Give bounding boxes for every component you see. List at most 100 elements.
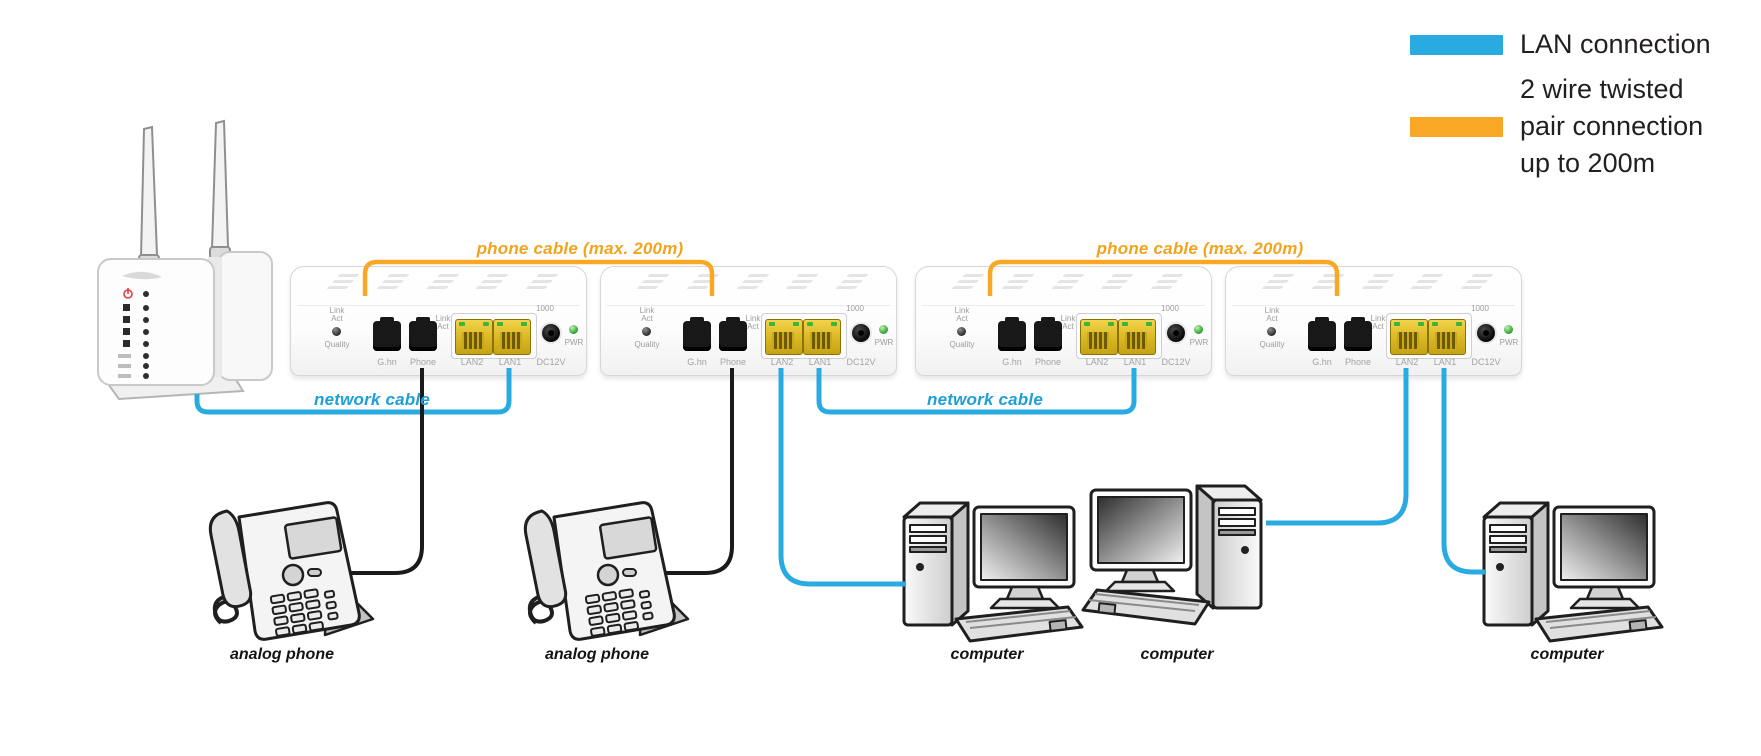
power-button-icon <box>1496 563 1504 571</box>
analog-phone-label-1: analog phone <box>230 646 334 663</box>
ghn-port-label: G.hn <box>377 357 397 367</box>
dc12v-label: DC12V <box>1161 357 1191 367</box>
phone-cord-icon <box>527 593 554 625</box>
phone-cable-label-1: phone cable (max. 200m) <box>476 239 684 258</box>
phone-handset-icon <box>523 509 568 609</box>
ghn-port <box>683 317 711 351</box>
twisted-pair-swatch <box>1410 116 1503 137</box>
keyboard <box>1081 588 1211 626</box>
pwr-label: PWR <box>564 338 584 347</box>
pwr-label: PWR <box>1499 338 1519 347</box>
ghn-port-label: G.hn <box>1312 357 1332 367</box>
ghn-port <box>998 317 1026 351</box>
monitor-base <box>1569 597 1641 610</box>
phone-nav-button <box>281 563 305 587</box>
lan2-port-label: LAN2 <box>1085 357 1109 367</box>
router-antenna-left-icon <box>138 125 160 268</box>
dc-power-jack <box>542 324 560 342</box>
gigabit-label: 1000 <box>1471 304 1489 313</box>
power-led <box>569 325 578 334</box>
tower-side <box>1530 501 1550 627</box>
monitor-screen <box>980 513 1068 581</box>
monitor-neck <box>1005 585 1045 601</box>
lan1-port-label: LAN1 <box>1433 357 1457 367</box>
adapter-face-edge <box>607 305 890 306</box>
pwr-label: PWR <box>874 338 894 347</box>
router-logo-swoosh <box>122 271 162 280</box>
computer-2 <box>1080 478 1275 648</box>
lan2-port <box>455 319 493 355</box>
dc-power-jack <box>852 324 870 342</box>
analog-phone-graphic <box>523 501 690 641</box>
lan-cable-adapter2-to-computer1 <box>778 368 906 587</box>
router-side-panel <box>217 251 273 381</box>
phone-display <box>283 516 343 560</box>
monitor-base <box>1104 580 1176 593</box>
phone-port <box>409 317 437 351</box>
legend-item-twisted-pair: 2 wire twisted pair connection up to 200… <box>1410 71 1711 182</box>
ghn-port <box>373 317 401 351</box>
phone-port-label: Phone <box>1344 357 1372 367</box>
power-led <box>1194 325 1203 334</box>
tower-side <box>1195 484 1215 610</box>
lan1-port-label: LAN1 <box>498 357 522 367</box>
adapter-vents <box>1261 274 1494 289</box>
wifi-router <box>70 95 285 405</box>
lan-connection-label: LAN connection <box>1520 29 1711 59</box>
monitor-neck <box>1585 585 1625 601</box>
ghn-quality-led <box>1267 327 1276 336</box>
computer-tower <box>902 515 954 627</box>
computer-tower <box>1211 498 1263 610</box>
power-led <box>1504 325 1513 334</box>
lan-cable-adapter4-to-computer2 <box>1266 368 1409 526</box>
phone-cable-label-2: phone cable (max. 200m) <box>1096 239 1304 258</box>
computer-graphic <box>902 501 1084 643</box>
phone-port <box>719 317 747 351</box>
lan1-port <box>493 319 531 355</box>
phone-port-label: Phone <box>1034 357 1062 367</box>
keyboard <box>1534 605 1664 643</box>
monitor-screen <box>1097 496 1185 564</box>
phone-port <box>1034 317 1062 351</box>
dc12v-label: DC12V <box>536 357 566 367</box>
analog-phone-label-2: analog phone <box>545 646 649 663</box>
adapter-face-edge <box>1232 305 1515 306</box>
computer-label-1: computer <box>950 646 1024 663</box>
quality-label: Quality <box>949 340 975 349</box>
analog-phone-1 <box>175 495 395 655</box>
quality-label: Quality <box>324 340 350 349</box>
legend-item-lan: LAN connection <box>1410 26 1711 63</box>
keyboard <box>954 605 1084 643</box>
phone-port-label: Phone <box>719 357 747 367</box>
lan2-port <box>765 319 803 355</box>
phone-port <box>1344 317 1372 351</box>
lan2-port <box>1080 319 1118 355</box>
ghn-quality-led <box>957 327 966 336</box>
phone-handset-icon <box>208 509 253 609</box>
dc-power-jack <box>1477 324 1495 342</box>
phone-keypad <box>584 588 654 637</box>
gigabit-label: 1000 <box>846 304 864 313</box>
computer-1 <box>890 495 1085 665</box>
tower-side <box>950 501 970 627</box>
monitor-neck <box>1120 568 1160 584</box>
ghn-quality-led <box>332 327 341 336</box>
computer-3 <box>1470 495 1665 665</box>
monitor-base <box>989 597 1061 610</box>
lan1-port-label: LAN1 <box>808 357 832 367</box>
ghn-port-label: G.hn <box>687 357 707 367</box>
computer-tower <box>1482 515 1534 627</box>
computer-graphic <box>1482 501 1664 643</box>
computer-graphic <box>1081 484 1263 626</box>
adapter-face-edge <box>297 305 580 306</box>
